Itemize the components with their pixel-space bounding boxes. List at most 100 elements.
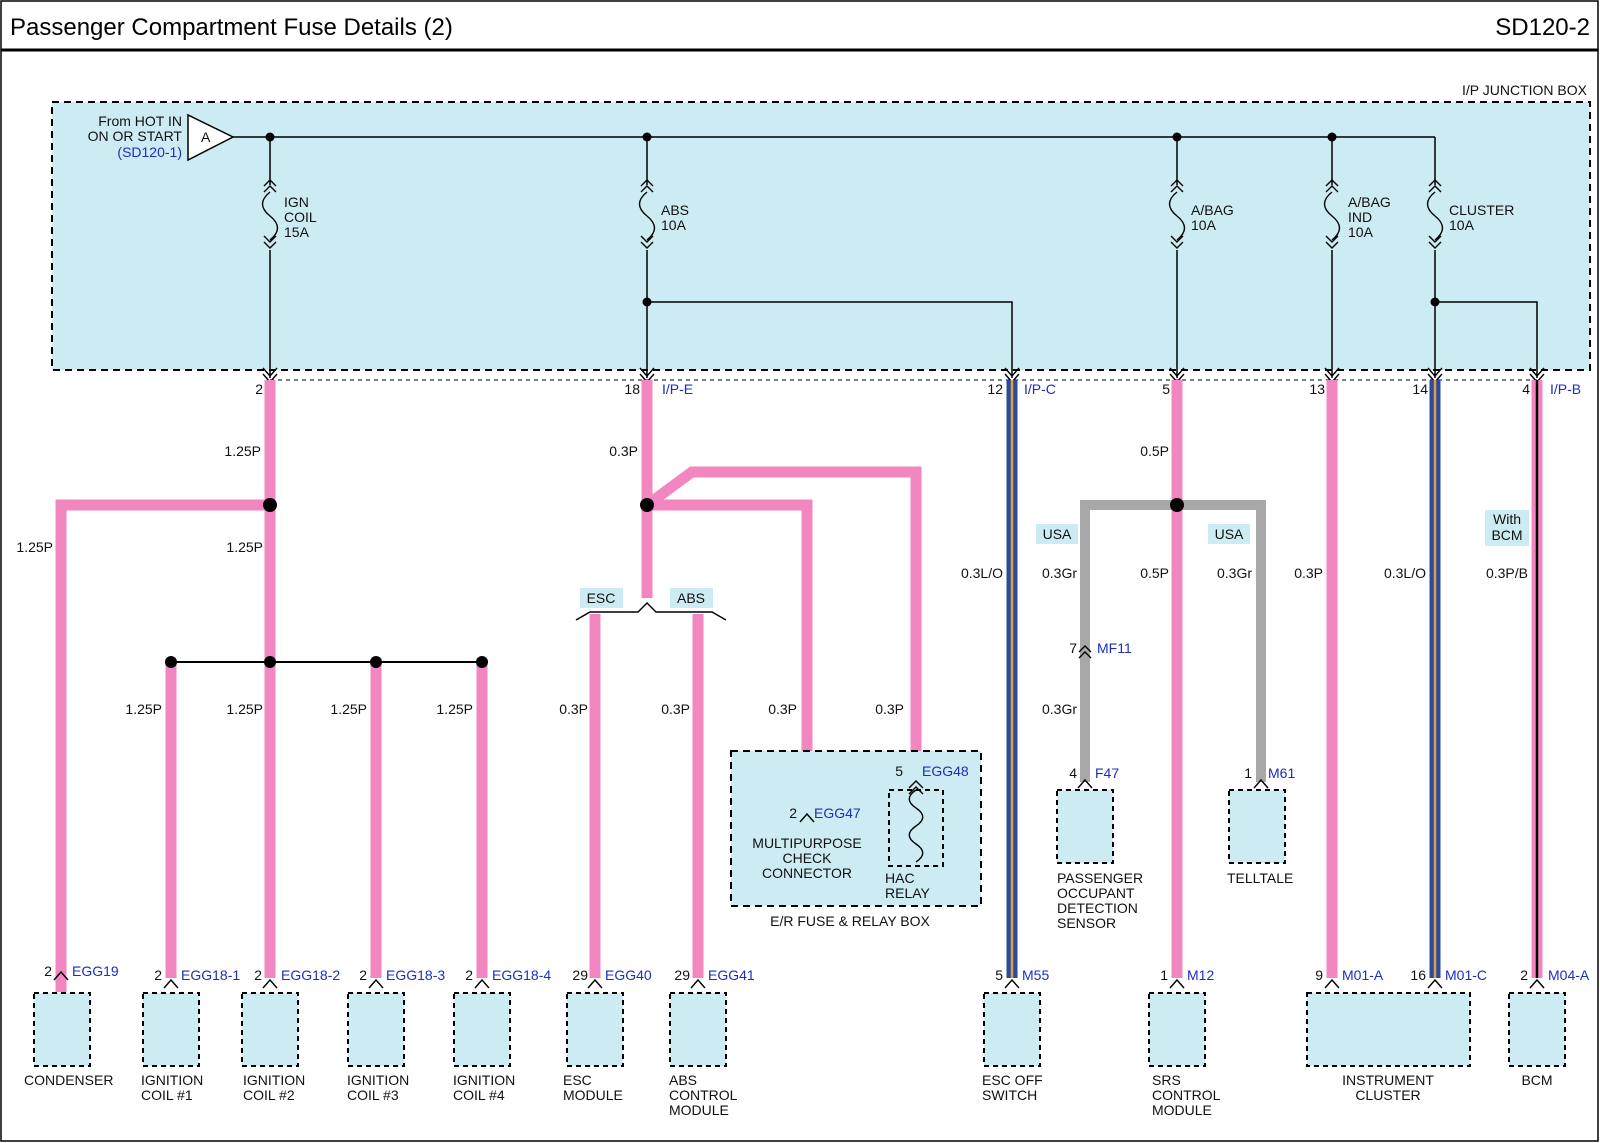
pink-wires — [55, 380, 1338, 992]
m12-label: M12 — [1187, 967, 1214, 983]
f47-chevron — [1077, 778, 1093, 789]
fuse-cluster-icon — [1426, 179, 1444, 249]
pin-cluster: 14 — [1412, 381, 1428, 397]
source-ref: (SD120-1) — [117, 144, 182, 160]
gray-wires — [1080, 500, 1266, 782]
esc-module-box — [566, 992, 624, 1067]
wire-label: 0.3P — [609, 443, 638, 459]
fuse-ign-label3: 15A — [284, 224, 310, 240]
wire-label: 0.3Gr — [1042, 701, 1077, 717]
egg41-pin: 29 — [674, 967, 690, 983]
fuse-ign-coil-icon — [261, 179, 279, 249]
wire-label: 1.25P — [226, 539, 263, 555]
egg184-label: EGG18-4 — [492, 967, 551, 983]
m55-pin: 5 — [995, 967, 1003, 983]
fuse-abag-ind-label3: 10A — [1348, 224, 1374, 240]
esc-module-label1: ESC — [563, 1072, 592, 1088]
mpc-label3: CONNECTOR — [762, 865, 852, 881]
telltale-box — [1228, 789, 1286, 864]
option-esc: ESC — [587, 590, 616, 606]
fuse-ign-label1: IGN — [284, 194, 309, 210]
m04a-pin: 2 — [1520, 967, 1528, 983]
fuse-abag-ind-label1: A/BAG — [1348, 194, 1391, 210]
option-usa1: USA — [1043, 526, 1072, 542]
option-with: With — [1493, 511, 1521, 527]
bottom-chevrons — [53, 970, 1545, 989]
cluster-box — [1306, 992, 1471, 1067]
condenser-box — [33, 992, 91, 1067]
coil3-label2: COIL #3 — [347, 1087, 399, 1103]
abs-module-label1: ABS — [669, 1072, 697, 1088]
wire-label: 0.3Gr — [1042, 565, 1077, 581]
egg181-label: EGG18-1 — [181, 967, 240, 983]
abs-module-label3: MODULE — [669, 1102, 729, 1118]
coil3-box — [347, 992, 405, 1067]
egg40-label: EGG40 — [605, 967, 652, 983]
m01c-label: M01-C — [1445, 967, 1487, 983]
hac-label1: HAC — [885, 870, 915, 886]
bcm-box — [1508, 992, 1566, 1067]
m01c-pin: 16 — [1410, 967, 1426, 983]
coil3-label1: IGNITION — [347, 1072, 409, 1088]
option-bcm: BCM — [1491, 527, 1522, 543]
pin-abag: 5 — [1162, 381, 1170, 397]
mpc-label2: CHECK — [782, 850, 832, 866]
egg183-pin: 2 — [359, 967, 367, 983]
coil2-box — [241, 992, 299, 1067]
mf11-pin: 7 — [1069, 640, 1077, 656]
wire-label: 1.25P — [16, 539, 53, 555]
esc-off-switch-box — [983, 992, 1041, 1067]
condenser-label: CONDENSER — [24, 1072, 113, 1088]
wire-label: 0.3P — [661, 701, 690, 717]
srs-label3: MODULE — [1152, 1102, 1212, 1118]
egg182-pin: 2 — [254, 967, 262, 983]
busbar — [233, 136, 1538, 378]
wire-label: 1.25P — [330, 701, 367, 717]
m61-pin: 1 — [1244, 765, 1252, 781]
pods-label4: SENSOR — [1057, 915, 1116, 931]
telltale-label: TELLTALE — [1227, 870, 1293, 886]
m04a-label: M04-A — [1548, 967, 1590, 983]
mf11-label: MF11 — [1097, 640, 1132, 656]
pods-sensor-box — [1056, 789, 1114, 864]
option-usa2: USA — [1215, 526, 1244, 542]
diagram-code: SD120-2 — [1495, 14, 1590, 41]
pods-label2: OCCUPANT — [1057, 885, 1135, 901]
egg47-label: EGG47 — [814, 805, 861, 821]
fuse-abag-ind-label2: IND — [1348, 209, 1372, 225]
cluster-label2: CLUSTER — [1355, 1087, 1420, 1103]
m01a-label: M01-A — [1342, 967, 1384, 983]
coil4-label1: IGNITION — [453, 1072, 515, 1088]
egg41-label: EGG41 — [708, 967, 755, 983]
wire-label: 0.3Gr — [1217, 565, 1252, 581]
egg19-label: EGG19 — [72, 963, 119, 979]
conn-ipb: I/P-B — [1550, 381, 1581, 397]
ip-junction-box-label: I/P JUNCTION BOX — [1462, 82, 1588, 98]
er-box-label: E/R FUSE & RELAY BOX — [770, 913, 930, 929]
m01a-pin: 9 — [1315, 967, 1323, 983]
wire-label: 0.5P — [1140, 565, 1169, 581]
coil2-label2: COIL #2 — [243, 1087, 295, 1103]
egg48-label: EGG48 — [922, 763, 969, 779]
coil4-label2: COIL #4 — [453, 1087, 505, 1103]
busbar-junctions — [265, 132, 1440, 307]
fuse-abag-label1: A/BAG — [1191, 202, 1234, 218]
wire-label: 0.3L/O — [1384, 565, 1426, 581]
egg47-chevron — [799, 812, 815, 823]
pin-abag-ind: 13 — [1309, 381, 1325, 397]
option-with-bcm-bg — [1485, 510, 1529, 546]
splice-dots — [165, 498, 1184, 668]
abs-module-box — [669, 992, 727, 1067]
option-abs: ABS — [677, 590, 705, 606]
egg182-label: EGG18-2 — [281, 967, 340, 983]
egg19-pin: 2 — [44, 963, 52, 979]
wire-label: 1.25P — [125, 701, 162, 717]
wire-label: 0.3P — [875, 701, 904, 717]
esc-off-label1: ESC OFF — [982, 1072, 1043, 1088]
esc-module-label2: MODULE — [563, 1087, 623, 1103]
egg47-pin: 2 — [789, 805, 797, 821]
fuse-abs-label1: ABS — [661, 202, 689, 218]
er-fuse-relay-box — [730, 750, 982, 907]
wire-label: 0.3P — [768, 701, 797, 717]
source-line2: ON OR START — [88, 128, 183, 144]
